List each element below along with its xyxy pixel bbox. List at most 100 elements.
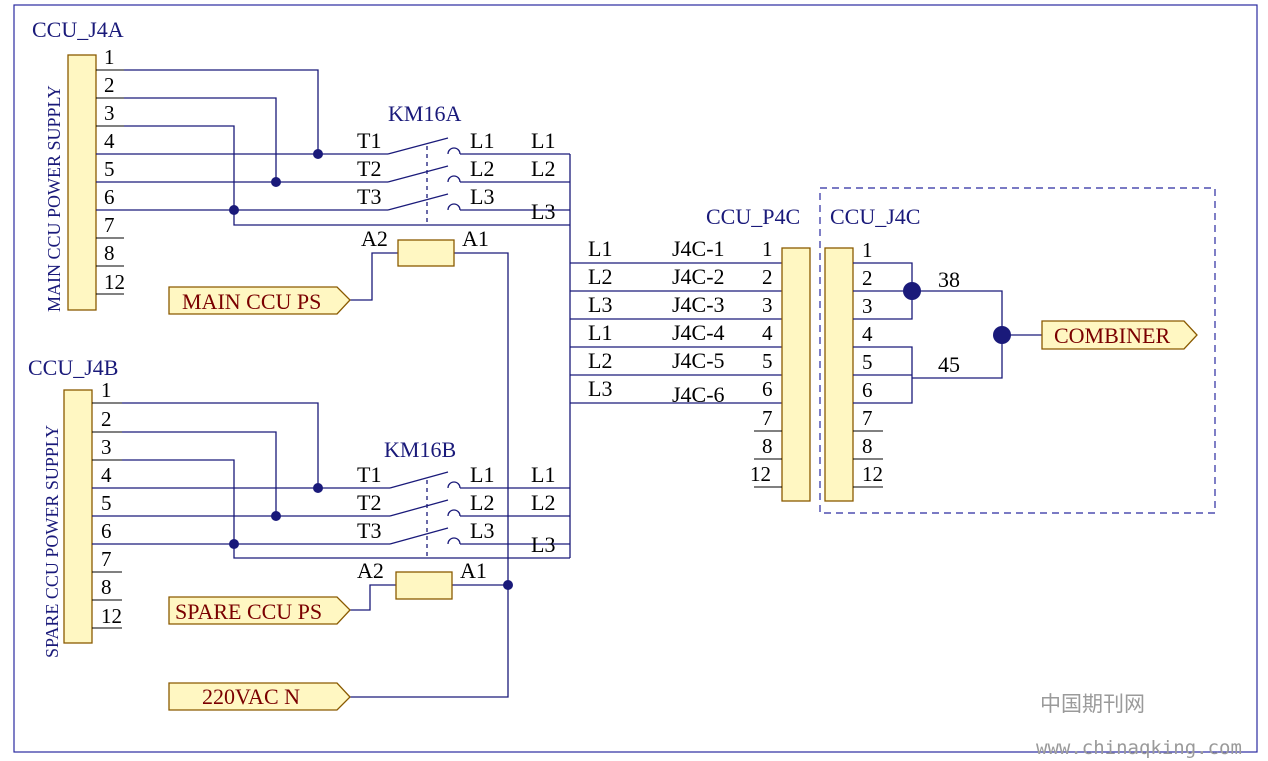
ccu-j4b-pin: 8 [101,575,112,599]
flag-main-ccu-ps: MAIN CCU PS [168,286,351,315]
km16b-l2: L2 [470,490,494,515]
flag-combiner: COMBINER [1041,320,1198,350]
ccu-j4a-pin: 1 [104,45,115,69]
km16b-line-l1: L1 [531,462,555,487]
ccu-p4c-pin: 5 [762,349,773,373]
ccu-p4c-pin: 3 [762,293,773,317]
km16a-coil-a1: A1 [462,226,489,251]
km16b-t2: T2 [357,490,381,515]
ccu-j4a-pin: 4 [104,129,115,153]
bus-phase-label: L3 [588,376,612,401]
watermark-url: www.chinaqking.com [1036,737,1242,759]
bus-signal-label: J4C-5 [672,348,725,373]
flag-220vac-n-text: 220VAC N [202,684,300,709]
bus-signal-label: J4C-1 [672,236,725,261]
drawing-frame [13,4,1258,753]
km16a-coil-a2: A2 [361,226,388,251]
ccu-j4a-pins: 1 2 3 4 5 6 7 8 12 [96,45,125,295]
ccu-j4a-pin: 2 [104,73,115,97]
junction-dot [313,483,323,493]
junction-dot [229,539,239,549]
ccu-p4c-pin: 6 [762,377,773,401]
ccu-j4c-dashed-group [819,187,1216,514]
ccu-p4c-pin: 8 [762,434,773,458]
ccu-j4b-connector [63,389,93,644]
junction-dot [993,326,1011,344]
ccu-j4c-pin: 1 [862,238,873,262]
ccu-j4a-pin: 12 [104,270,125,294]
main-supply-side-label: MAIN CCU POWER SUPPLY [44,85,64,312]
net-label-38: 38 [938,267,960,292]
km16a-l2: L2 [470,156,494,181]
ccu-j4b-pin: 4 [101,463,112,487]
ccu-j4a-pin: 3 [104,101,115,125]
flag-combiner-text: COMBINER [1054,323,1170,348]
ccu-j4c-pin: 6 [862,378,873,402]
ccu-j4c-designator: CCU_J4C [830,204,920,229]
ccu-j4c-pin: 12 [862,462,883,486]
junction-dot [229,205,239,215]
ccu-p4c-pin: 2 [762,265,773,289]
km16b-t1: T1 [357,462,381,487]
net-label-45: 45 [938,352,960,377]
bus-phase-label: L2 [588,348,612,373]
km16a-t1: T1 [357,128,381,153]
km16a-t3: T3 [357,184,381,209]
ccu-j4c-connector [824,247,854,502]
km16b-coil [395,571,453,600]
ccu-j4a-pin: 5 [104,157,115,181]
ccu-j4b-pin: 12 [101,604,122,628]
ccu-j4b-pin: 7 [101,547,112,571]
bus-phase-label: L2 [588,264,612,289]
spare-wiring [92,402,570,611]
ccu-j4b-pin: 3 [101,435,112,459]
ccu-p4c-pin: 1 [762,237,773,261]
km16b-line-l3: L3 [531,532,555,557]
bus-phase-label: L3 [588,292,612,317]
ccu-j4b-pin: 5 [101,491,112,515]
ccu-j4c-pin: 5 [862,350,873,374]
bus-signal-label: J4C-3 [672,292,725,317]
flag-main-ccu-ps-text: MAIN CCU PS [182,289,321,314]
ccu-j4c-pin: 3 [862,294,873,318]
km16a-l1: L1 [470,128,494,153]
ccu-p4c-connector [781,247,811,502]
km16a-line-l3: L3 [531,199,555,224]
km16a-t2: T2 [357,156,381,181]
ccu-j4b-pin: 6 [101,519,112,543]
spare-supply-side-label: SPARE CCU POWER SUPPLY [42,425,62,658]
ccu-j4a-pin: 8 [104,241,115,265]
bus-wiring [569,154,782,558]
km16a-coil [397,239,455,267]
km16b-l1: L1 [470,462,494,487]
junction-dot [313,149,323,159]
ccu-j4c-pin: 7 [862,406,873,430]
flag-spare-ccu-ps-text: SPARE CCU PS [175,599,322,624]
watermark-cn: 中国期刊网 [1040,692,1145,716]
ccu-p4c-designator: CCU_P4C [706,204,800,229]
km16a-line-l2: L2 [531,156,555,181]
flag-spare-ccu-ps: SPARE CCU PS [168,596,351,625]
ccu-j4a-connector [67,54,97,311]
junction-dot [271,177,281,187]
flag-220vac-n: 220VAC N [168,682,351,711]
ccu-p4c-pin: 7 [762,406,773,430]
bus-signal-label: J4C-6 [672,382,725,407]
junction-dot [503,580,513,590]
ccu-j4c-pins: 1 2 3 4 5 6 7 8 12 [853,238,883,488]
ccu-j4a-designator: CCU_J4A [32,17,124,42]
ccu-j4b-pin: 2 [101,407,112,431]
ccu-p4c-pins: 1 2 3 4 5 6 7 8 12 [750,237,782,488]
ccu-p4c-pin: 4 [762,321,773,345]
bus-signal-label: J4C-4 [672,320,725,345]
ccu-j4c-pin: 4 [862,322,873,346]
km16a-designator: KM16A [388,101,461,126]
km16b-coil-a2: A2 [357,558,384,583]
ccu-j4b-pins: 1 2 3 4 5 6 7 8 12 [92,378,122,629]
bus-phase-label: L1 [588,236,612,261]
bus-signal-label: J4C-2 [672,264,725,289]
ccu-j4b-designator: CCU_J4B [28,355,118,380]
ccu-p4c-pin: 12 [750,462,771,486]
bus-phase-label: L1 [588,320,612,345]
